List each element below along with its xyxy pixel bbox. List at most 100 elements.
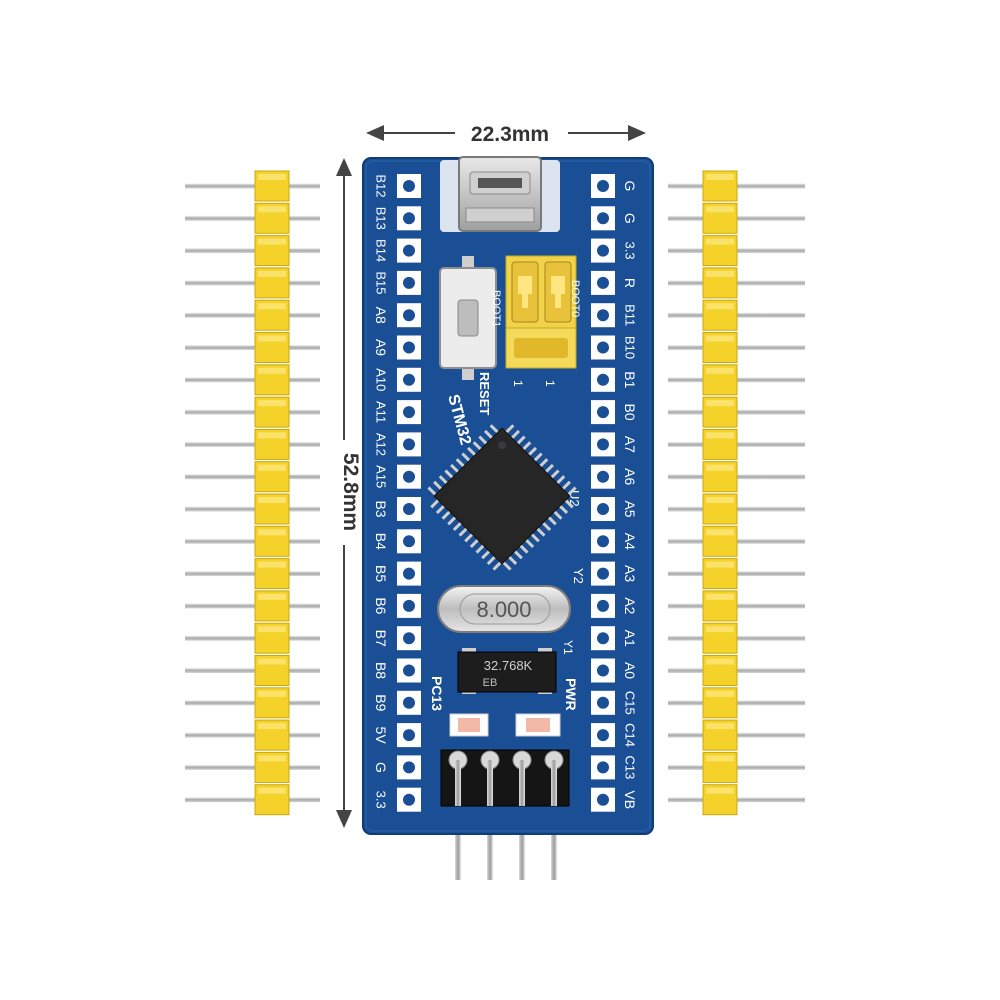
pcb-pad: [397, 367, 421, 392]
right-pin-label: C15: [623, 691, 638, 715]
height-dimension: 52.8mm: [336, 158, 362, 828]
right-pin-label: A6: [622, 468, 638, 485]
jumper-1b-label: 1: [543, 380, 557, 387]
left-header-pin: [185, 525, 320, 557]
right-pin-label: G: [622, 181, 638, 192]
height-label: 52.8mm: [339, 453, 362, 531]
left-pin-label: B12: [374, 174, 389, 197]
left-header-pin: [185, 622, 320, 654]
left-pin-label: A15: [374, 465, 389, 488]
left-pin-label: B6: [373, 597, 389, 614]
right-pin-label: A2: [622, 597, 638, 614]
left-pin-label: A10: [374, 368, 389, 391]
right-header-pin: [668, 719, 805, 751]
right-header-pin: [668, 622, 805, 654]
right-pin-label: B11: [623, 304, 638, 326]
right-header-pin: [668, 396, 805, 428]
micro-usb-connector: [440, 156, 560, 232]
left-pin-label: B7: [373, 630, 389, 647]
right-header-pin: [668, 364, 805, 396]
pcb-pad: [591, 561, 615, 586]
right-pin-label: C14: [623, 723, 638, 747]
pcb-pad: [591, 400, 615, 425]
boot-jumpers: [505, 255, 577, 369]
left-pin-label: A8: [373, 307, 389, 324]
right-pad-column: [591, 174, 615, 812]
pcb-pad: [397, 432, 421, 457]
right-header-pin: [668, 687, 805, 719]
right-pin-label: G: [622, 213, 638, 224]
left-pin-label: 5V: [373, 727, 389, 745]
rtc-crystal-sub-label: EB: [483, 677, 498, 689]
left-pad-column: [397, 174, 421, 812]
left-header-pin: [185, 170, 320, 202]
pcb-pad: [591, 270, 615, 295]
left-header-pin: [185, 784, 320, 816]
pcb-pad: [591, 335, 615, 360]
pcb-pad: [397, 206, 421, 231]
left-pin-labels: B12B13B14B15A8A9A10A11A12A15B3B4B5B6B7B8…: [373, 174, 389, 808]
right-header-pin: [668, 332, 805, 363]
rtc-crystal: 32.768K EB: [457, 648, 557, 694]
right-pin-label: A3: [622, 565, 638, 582]
pcb-pad: [397, 723, 421, 748]
left-pin-header: [185, 170, 320, 816]
pcb-pad: [397, 593, 421, 618]
pcb-pad: [397, 497, 421, 521]
reset-label: RESET: [477, 372, 492, 415]
pcb-pad: [591, 303, 615, 328]
pcb-pad: [397, 787, 421, 812]
pwr-label: PWR: [563, 678, 579, 711]
right-header-pin: [668, 655, 805, 686]
left-header-pin: [185, 687, 320, 719]
y2-label: Y2: [571, 568, 586, 584]
pcb-pad: [591, 238, 615, 263]
pcb-pad: [591, 755, 615, 780]
pcb-pad: [591, 787, 615, 812]
pcb-pad: [397, 303, 421, 328]
pcb-pad: [397, 270, 421, 295]
pcb-pad: [591, 367, 615, 392]
rtc-crystal-label: 32.768K: [484, 658, 533, 673]
left-header-pin: [185, 461, 320, 493]
right-pin-label: B10: [623, 336, 638, 359]
right-header-pin: [668, 558, 805, 590]
jumper-1a-label: 1: [511, 380, 525, 387]
right-header-pin: [668, 202, 805, 234]
main-crystal-label: 8.000: [476, 597, 531, 622]
right-header-pin: [668, 590, 805, 622]
status-leds: [449, 713, 561, 737]
left-pin-label: B5: [373, 565, 389, 582]
left-header-pin: [185, 396, 320, 428]
right-header-pin: [668, 751, 805, 783]
right-pin-labels: GG3.3RB11B10B1B0A7A6A5A4A3A2A1A0C15C14C1…: [622, 181, 638, 809]
pc13-label: PC13: [429, 676, 445, 711]
pcb-pad: [397, 626, 421, 651]
left-pin-label: A12: [374, 433, 389, 456]
right-pin-label: A5: [622, 500, 638, 517]
left-header-pin: [185, 493, 320, 525]
left-header-pin: [185, 655, 320, 686]
pcb-pad: [591, 432, 615, 457]
pcb-pad: [591, 723, 615, 748]
pcb-pad: [397, 690, 421, 715]
pcb-pad: [591, 529, 615, 554]
left-pin-label: A11: [374, 401, 389, 423]
stm32-microcontroller: [427, 424, 577, 571]
width-label: 22.3mm: [471, 123, 549, 146]
boot0-label: BOOT0: [569, 280, 581, 317]
left-pin-label: B8: [373, 662, 389, 679]
left-header-pin: [185, 364, 320, 396]
pcb-pad: [397, 400, 421, 425]
right-header-pin: [668, 428, 805, 460]
left-pin-label: B9: [373, 694, 389, 711]
pcb-pad: [591, 626, 615, 651]
right-pin-label: B1: [622, 371, 638, 388]
right-pin-label: C13: [623, 755, 638, 779]
left-pin-label: B3: [373, 500, 389, 517]
reset-button: [439, 256, 497, 380]
right-header-pin: [668, 170, 805, 202]
right-pin-header: [668, 170, 805, 816]
y1-label: Y1: [561, 640, 575, 655]
